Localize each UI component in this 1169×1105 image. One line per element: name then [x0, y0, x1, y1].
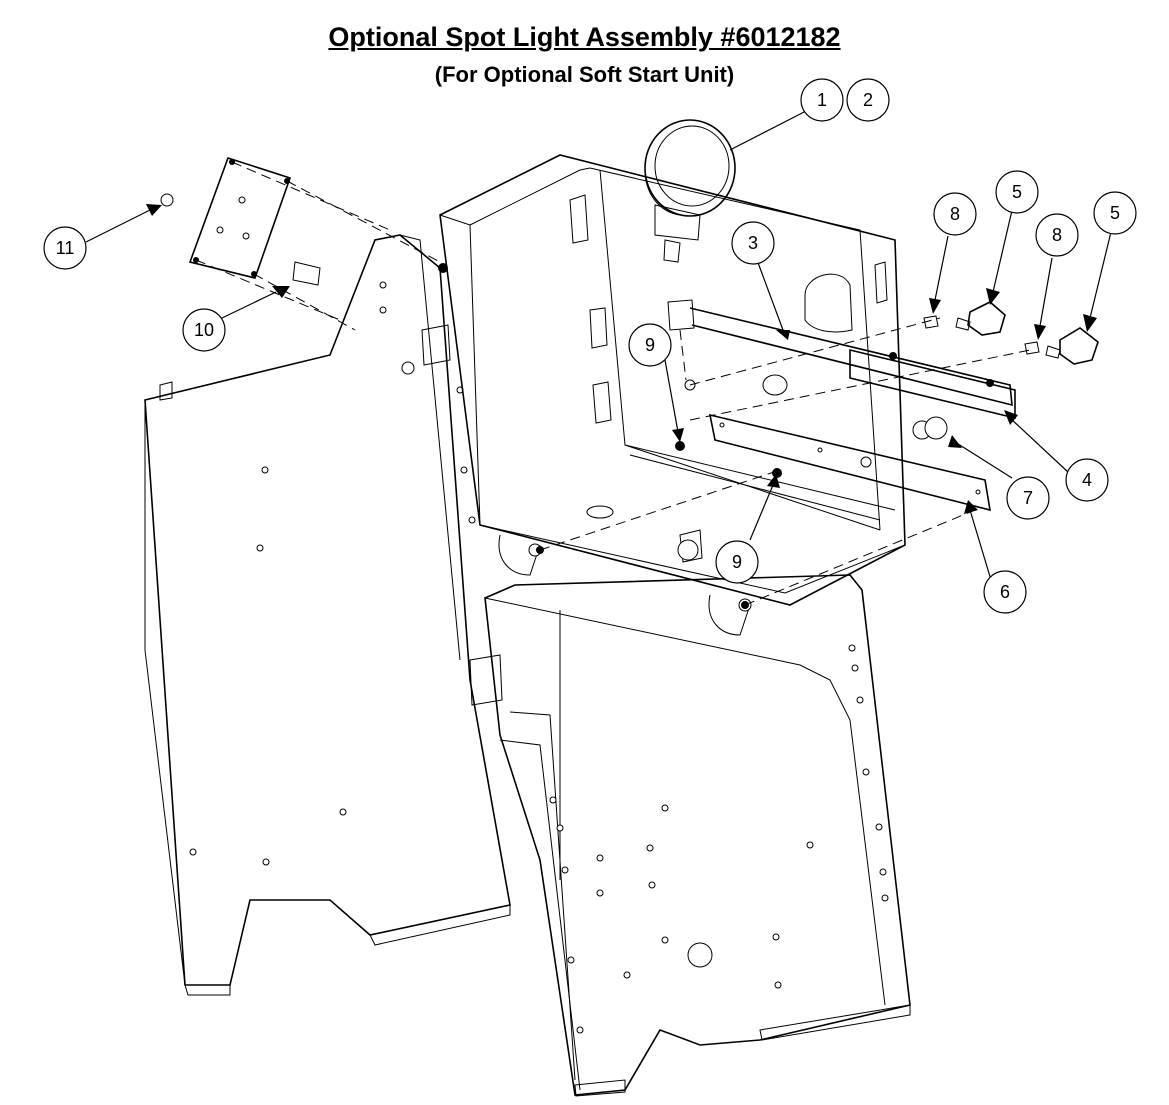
svg-text:7: 7	[1023, 488, 1033, 508]
callout-5-b: 5	[1093, 191, 1137, 235]
diagram-subtitle: (For Optional Soft Start Unit)	[434, 62, 735, 87]
callout-11: 11	[43, 226, 87, 270]
callout-9-b: 9	[715, 540, 759, 584]
svg-text:9: 9	[645, 335, 655, 355]
control-box	[439, 154, 906, 636]
callout-10: 10	[182, 308, 226, 352]
right-frame-panel	[484, 574, 911, 1097]
callout-1: 1	[800, 78, 844, 122]
callout-6: 6	[983, 570, 1027, 614]
callout-3: 3	[731, 221, 775, 265]
spot-light	[644, 119, 736, 263]
svg-text:8: 8	[1052, 225, 1062, 245]
callout-7: 7	[1006, 476, 1050, 520]
alignment-lines	[195, 161, 1031, 606]
svg-text:4: 4	[1082, 470, 1092, 490]
svg-text:6: 6	[1000, 582, 1010, 602]
diagram-title: Optional Spot Light Assembly #6012182	[328, 22, 841, 52]
switch-plate	[160, 157, 321, 286]
callout-8-b: 8	[1035, 213, 1079, 257]
svg-text:10: 10	[194, 320, 214, 340]
svg-text:5: 5	[1012, 182, 1022, 202]
callout-5-a: 5	[995, 170, 1039, 214]
callout-4: 4	[1065, 458, 1109, 502]
svg-text:8: 8	[950, 204, 960, 224]
svg-text:5: 5	[1110, 203, 1120, 223]
svg-text:2: 2	[863, 90, 873, 110]
svg-text:3: 3	[748, 233, 758, 253]
svg-text:1: 1	[817, 90, 827, 110]
callout-9-a: 9	[628, 323, 672, 367]
callouts: 1 2 3 4 5 5 6 7 8 8 9 9 10 11	[43, 78, 1137, 614]
callout-8-a: 8	[933, 192, 977, 236]
left-frame-panel	[144, 234, 511, 996]
svg-text:11: 11	[56, 238, 75, 258]
svg-text:9: 9	[732, 552, 742, 572]
hardware	[438, 263, 1099, 609]
callout-2: 2	[846, 78, 890, 122]
